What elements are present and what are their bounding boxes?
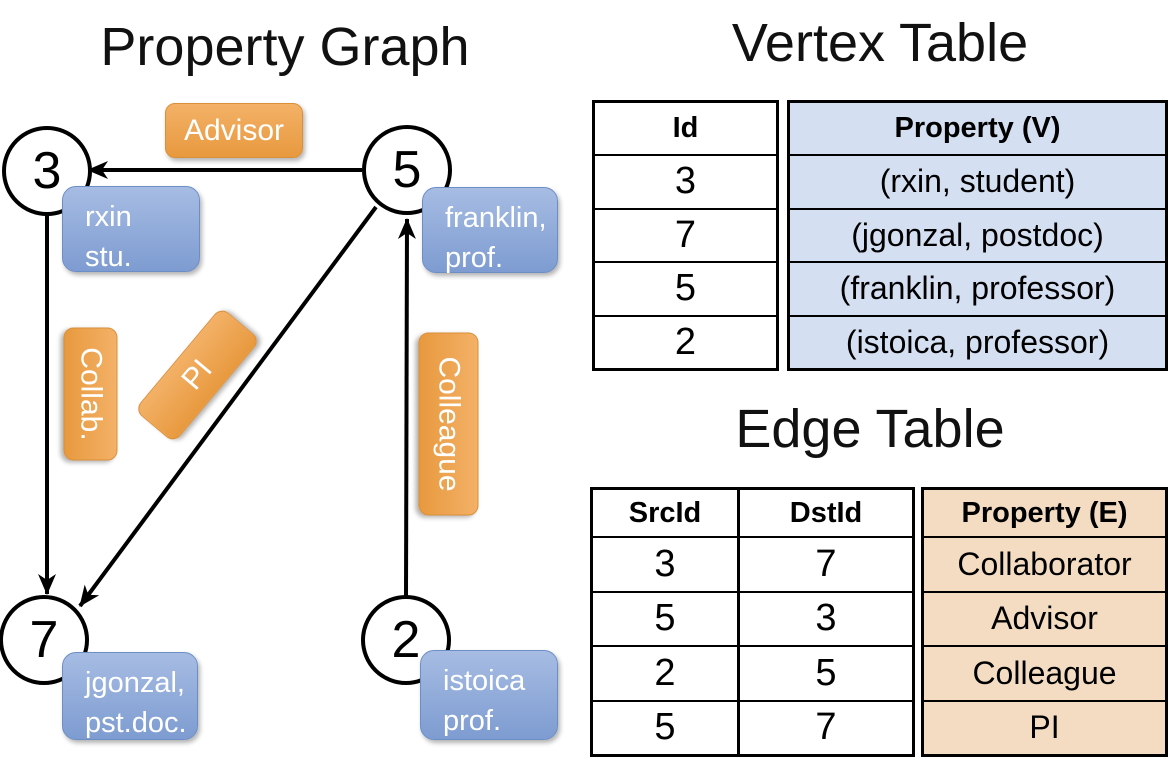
edge-table-row: 2 5 — [593, 645, 912, 700]
edge-table-cell-srcid: 5 — [593, 592, 740, 645]
vertex-property-box-istoica: istoica prof. — [420, 650, 558, 740]
vertex-table-header-id: Id — [672, 112, 699, 144]
edge-table-header-row: SrcId DstId — [593, 490, 912, 536]
property-line: rxin — [85, 201, 132, 233]
edge-table-title: Edge Table — [735, 399, 1005, 459]
property-line: istoica — [443, 665, 526, 697]
property-line: prof. — [445, 242, 504, 275]
vertex-table-cell-id: 2 — [595, 314, 776, 369]
edge-table-cell-srcid: 5 — [593, 701, 740, 754]
edge-table-cell-dstid: 7 — [815, 542, 837, 585]
edge-pi-5-to-7 — [78, 205, 378, 608]
vertex-table-property-column: Property (V) (rxin, student) (jgonzal, p… — [787, 100, 1168, 371]
edge-label-collab: Collab. — [63, 327, 117, 460]
edge-table-cell-dstid: 5 — [815, 651, 837, 694]
edge-label-colleague: Colleague — [418, 332, 478, 515]
edge-table-id-columns: SrcId DstId 3 7 5 3 2 5 5 7 — [590, 487, 915, 757]
vertex-property-box-franklin: franklin, prof. — [422, 187, 558, 274]
vertex-table-title: Vertex Table — [731, 13, 1029, 73]
property-line: prof. — [443, 705, 502, 738]
vertex-table-id-column: Id 3 7 5 2 — [592, 100, 779, 371]
edge-table-cell-dstid: 7 — [815, 706, 837, 749]
vertex-table-cell-property: (istoica, professor) — [790, 314, 1165, 369]
edge-table-cell-property: PI — [924, 699, 1165, 755]
edge-table-cell-dstid: 3 — [815, 597, 837, 640]
property-graph-title: Property Graph — [100, 17, 470, 77]
edge-table-row: 5 7 — [593, 699, 912, 754]
property-line: jgonzal, — [85, 667, 185, 699]
vertex-property-box-jgonzal: jgonzal, pst.doc. — [62, 652, 198, 740]
property-line: pst.doc. — [85, 707, 187, 740]
vertex-table-cell-property: (franklin, professor) — [790, 261, 1165, 315]
edge-table-cell-property: Collaborator — [924, 536, 1165, 591]
edge-colleague-2-to-5 — [397, 218, 416, 597]
vertex-table-cell-property: (jgonzal, postdoc) — [790, 207, 1165, 262]
vertex-table-header-property: Property (V) — [894, 112, 1061, 144]
vertex-property-box-rxin: rxin stu. — [62, 186, 200, 273]
edge-table-row: 5 3 — [593, 590, 912, 645]
edge-table-cell-property: Colleague — [924, 645, 1165, 700]
vertex-table-cell-property: (rxin, student) — [790, 154, 1165, 208]
property-line: stu. — [85, 241, 132, 274]
vertex-table-cell-id: 5 — [595, 261, 776, 315]
edge-table-row: 3 7 — [593, 536, 912, 591]
edge-table-header-dstid: DstId — [789, 496, 863, 529]
vertex-table-cell-id: 3 — [595, 154, 776, 208]
edge-table-property-column: Property (E) Collaborator Advisor Collea… — [921, 487, 1168, 757]
edge-table-cell-property: Advisor — [924, 590, 1165, 646]
edge-label-advisor: Advisor — [165, 103, 303, 158]
vertex-table-cell-id: 7 — [595, 207, 776, 262]
edge-table-header-property: Property (E) — [961, 496, 1128, 529]
edge-table-header-srcid: SrcId — [593, 490, 740, 536]
property-line: franklin, — [445, 202, 547, 234]
edge-table-cell-srcid: 3 — [593, 538, 740, 591]
edge-table-cell-srcid: 2 — [593, 647, 740, 700]
